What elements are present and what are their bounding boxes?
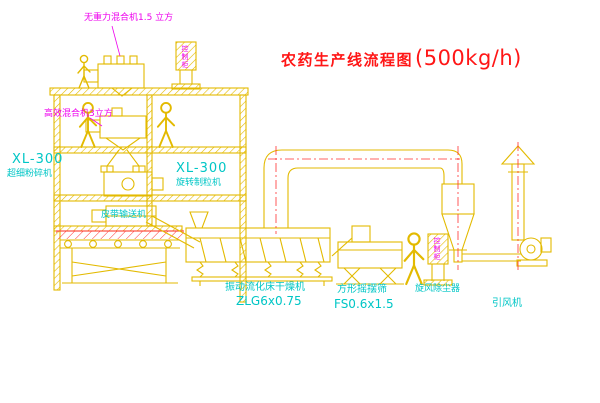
label-sieve-name: 方形摇摆筛 [337,284,387,295]
label-mid-machine-model: XL-300 [176,161,228,176]
fan-inlet-pipe [462,253,521,262]
granulator-machine [100,165,164,197]
control-cabinet-bottom [423,233,453,286]
label-left-machine-name: 超细粉碎机 [7,169,53,179]
label-cyclone: 旋风除尘器 [415,284,461,294]
centerlines [268,142,519,270]
induced-draft-fan-machine [516,237,552,267]
label-top-mixer: 无重力混合机1.5 立方 [84,13,174,23]
floor2-mixer-machine [85,107,147,151]
label-fan: 引风机 [492,298,522,309]
label-mid-machine-name: 旋转制粒机 [176,178,222,188]
drawing-title-text: 农药生产线流程图 [281,51,414,69]
label-control-cabinet-bottom: 控制柜 [433,237,441,261]
square-sieve-machine [331,225,404,285]
exhaust-duct [263,149,463,228]
rotary-granulator-machine [91,205,157,227]
fluid-bed-dryer-machine [185,211,333,286]
leader-lines [89,25,121,127]
label-left-machine-model: XL-300 [12,152,64,167]
drawing-title-capacity: (500kg/h) [415,46,522,70]
label-dryer-name: 振动流化床干燥机 [225,282,305,293]
label-sieve-model: FS0.6x1.5 [334,297,394,311]
label-control-cabinet-top: 控制柜 [181,45,189,69]
belt-conveyor-machine [60,239,180,284]
label-dryer-model: ZLG6x0.75 [236,294,302,308]
top-mixer-machine [83,55,145,97]
building-structure [49,87,249,303]
control-cabinet-top [171,41,201,90]
label-mid-mixer: 高效混合机3立方 [44,109,113,119]
drawing-title: 农药生产线流程图 (500kg/h) [281,46,522,70]
label-belt-conveyor: 皮带输送机 [101,210,147,220]
